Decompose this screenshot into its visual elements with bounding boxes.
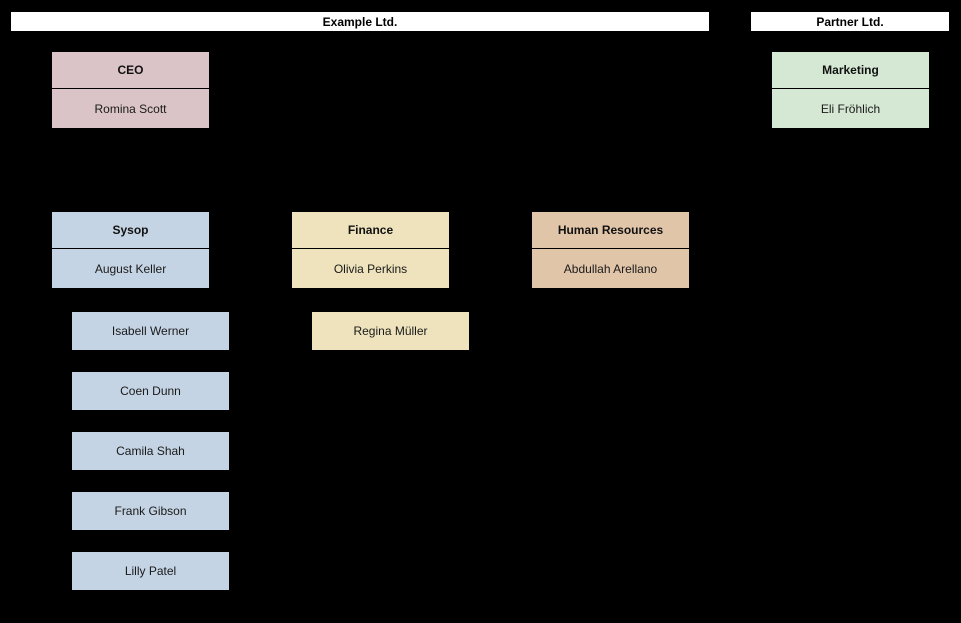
member-box-lilly-patel: Lilly Patel: [71, 551, 230, 591]
dept-head-sysop: August Keller: [52, 249, 209, 288]
company-header-partner: Partner Ltd.: [750, 11, 950, 32]
dept-title-sysop: Sysop: [52, 212, 209, 249]
dept-title-ceo: CEO: [52, 52, 209, 89]
member-box-coen-dunn: Coen Dunn: [71, 371, 230, 411]
member-box-regina-mueller: Regina Müller: [311, 311, 470, 351]
dept-head-human-resources: Abdullah Arellano: [532, 249, 689, 288]
dept-head-ceo: Romina Scott: [52, 89, 209, 128]
company-header-example-label: Example Ltd.: [322, 14, 398, 29]
dept-title-marketing: Marketing: [772, 52, 929, 89]
dept-box-human-resources: Human Resources Abdullah Arellano: [531, 211, 690, 289]
dept-box-sysop: Sysop August Keller: [51, 211, 210, 289]
dept-box-marketing: Marketing Eli Fröhlich: [771, 51, 930, 129]
dept-title-human-resources: Human Resources: [532, 212, 689, 249]
company-header-partner-label: Partner Ltd.: [816, 14, 884, 29]
dept-head-marketing: Eli Fröhlich: [772, 89, 929, 128]
company-header-example: Example Ltd.: [10, 11, 710, 32]
dept-box-finance: Finance Olivia Perkins: [291, 211, 450, 289]
member-box-camila-shah: Camila Shah: [71, 431, 230, 471]
member-box-isabell-werner: Isabell Werner: [71, 311, 230, 351]
member-box-frank-gibson: Frank Gibson: [71, 491, 230, 531]
dept-title-finance: Finance: [292, 212, 449, 249]
dept-head-finance: Olivia Perkins: [292, 249, 449, 288]
dept-box-ceo: CEO Romina Scott: [51, 51, 210, 129]
